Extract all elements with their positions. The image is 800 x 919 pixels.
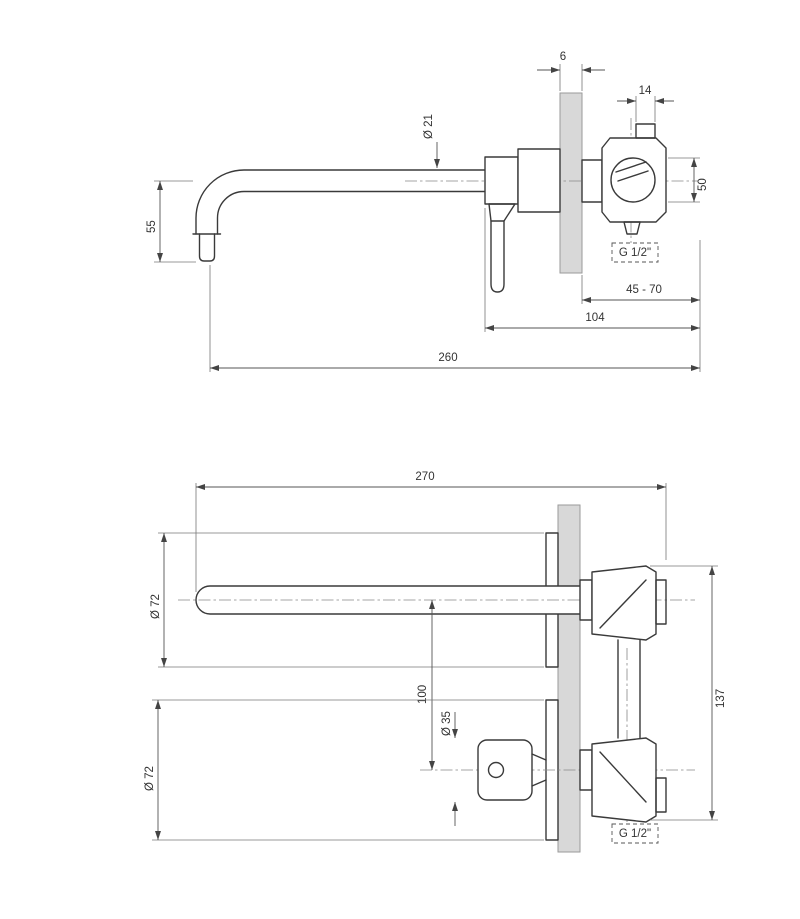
spout-escutcheon bbox=[517, 148, 561, 213]
dim-label-45-70: 45 - 70 bbox=[626, 284, 662, 296]
dim-handle-escutcheon: Ø 72 bbox=[144, 699, 544, 841]
dim-label-137: 137 bbox=[715, 689, 727, 708]
top-port-plan bbox=[655, 579, 667, 625]
dim-body-height: 50 bbox=[668, 157, 709, 203]
thread-label-side: G 1/2" bbox=[611, 242, 659, 263]
dim-spout-drop: 55 bbox=[146, 180, 196, 263]
dim-label-d21: Ø 21 bbox=[423, 114, 435, 139]
dim-cartridge-width: 14 bbox=[617, 85, 674, 122]
dim-label-14: 14 bbox=[639, 85, 652, 97]
bottom-port-plan bbox=[655, 777, 667, 813]
dim-body-137: 137 bbox=[650, 565, 727, 821]
dim-label-104: 104 bbox=[585, 312, 605, 324]
spout-side bbox=[192, 169, 486, 262]
thread-label-side-text: G 1/2" bbox=[619, 247, 651, 259]
dim-rough-in: 45 - 70 bbox=[581, 240, 701, 372]
dim-spout-diameter: Ø 21 bbox=[423, 114, 440, 168]
thread-label-plan: G 1/2" bbox=[611, 823, 659, 844]
dim-reach-260: 260 bbox=[209, 265, 700, 372]
dim-handle-diameter: Ø 35 bbox=[441, 711, 458, 826]
dim-label-100: 100 bbox=[417, 685, 429, 704]
valve-bottom-port bbox=[623, 221, 641, 235]
dim-label-d72-spout: Ø 72 bbox=[150, 594, 162, 619]
valve-cartridge-circle bbox=[610, 157, 656, 203]
dim-depth-104: 104 bbox=[484, 208, 700, 332]
dim-plate-thickness: 6 bbox=[537, 51, 605, 91]
wall-plate-side bbox=[559, 92, 583, 274]
dim-label-270: 270 bbox=[415, 471, 434, 483]
thread-label-plan-text: G 1/2" bbox=[619, 828, 651, 840]
dim-label-6: 6 bbox=[560, 51, 566, 63]
wall-plate-plan bbox=[557, 504, 581, 853]
concealed-body-plan bbox=[579, 565, 667, 823]
plan-view: 270 Ø 72 100 137 Ø 35 bbox=[144, 471, 727, 853]
spout-collar bbox=[484, 156, 519, 205]
valve-top-port bbox=[635, 123, 656, 139]
concealed-valve-body-side bbox=[581, 123, 667, 235]
dim-label-d72-handle: Ø 72 bbox=[144, 766, 156, 791]
dim-overall-270: 270 bbox=[195, 471, 667, 592]
handle-lever-side bbox=[488, 203, 516, 293]
dim-label-d35: Ø 35 bbox=[441, 711, 453, 736]
dim-label-260: 260 bbox=[438, 352, 457, 364]
dim-label-50: 50 bbox=[697, 178, 709, 191]
side-view: 6 14 Ø 21 50 55 bbox=[146, 51, 709, 372]
dim-spout-escutcheon: Ø 72 bbox=[150, 532, 544, 668]
dim-axis-100: 100 bbox=[417, 600, 435, 770]
handle-plan bbox=[477, 739, 547, 801]
dim-label-55: 55 bbox=[146, 220, 158, 233]
